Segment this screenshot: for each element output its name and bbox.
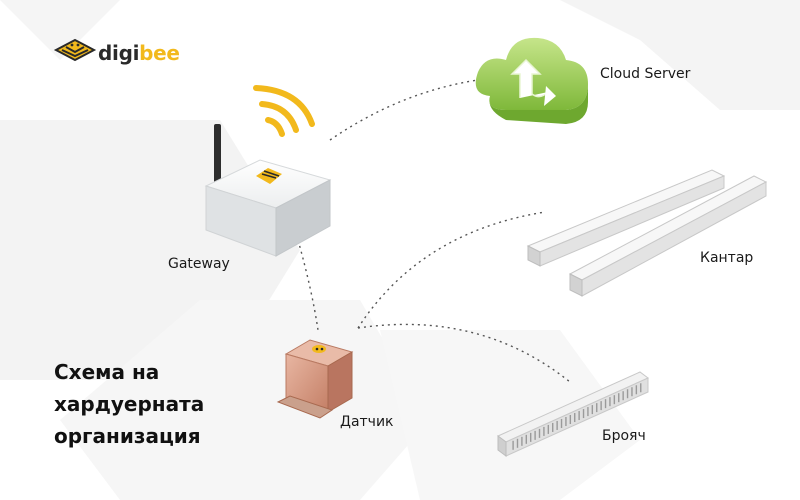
bee-icon [53,38,97,62]
label-sensor: Датчик [340,414,394,430]
diagram-title: Схема на хардуерната организация [54,356,204,452]
label-counter: Брояч [602,428,646,444]
label-scale: Кантар [700,250,754,266]
line-gateway-sensor [297,239,319,331]
title-line-2: хардуерната [54,392,205,416]
bee-logo-icon [256,168,282,184]
scale-device [526,169,768,297]
line-sensor-counter [357,323,571,383]
label-cloud-server: Cloud Server [600,66,691,82]
cloud-icon [475,37,588,124]
counter-slots [512,383,642,450]
line-gateway-cloud [329,79,479,141]
gateway-device [204,124,332,257]
line-sensor-scale [357,211,546,329]
title-line-1: Схема на [54,360,160,384]
wifi-icon [253,85,315,137]
logo-text-digi: digi [98,41,140,65]
sensor-device [276,339,354,419]
connection-lines [297,79,571,383]
counter-device [497,371,649,457]
label-gateway: Gateway [168,256,230,272]
logo-text-bee: bee [139,41,180,65]
title-line-3: организация [54,424,201,448]
antenna [214,124,221,186]
